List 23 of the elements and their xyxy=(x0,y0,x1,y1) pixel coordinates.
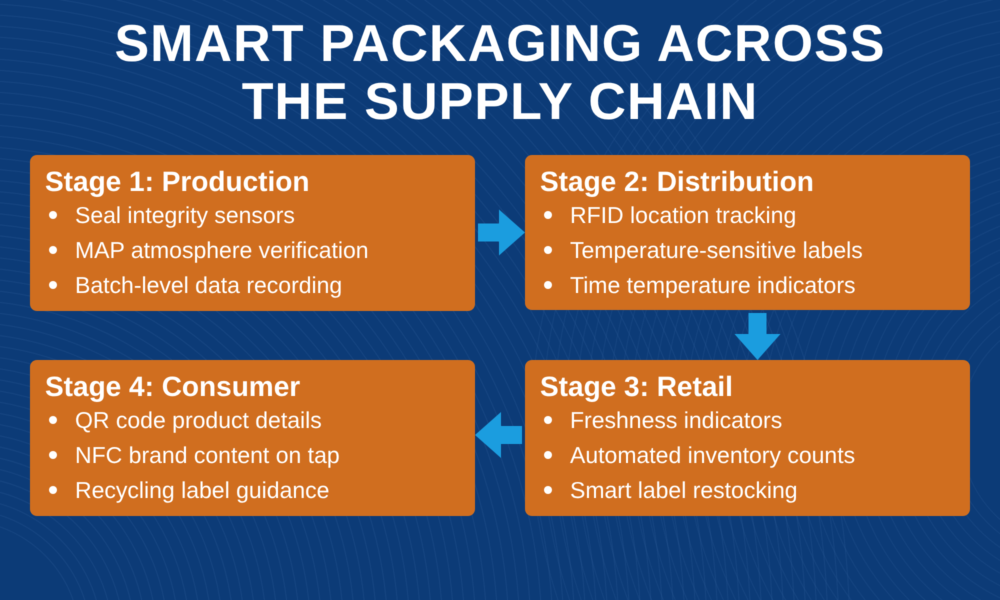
title: SMART PACKAGING ACROSS THE SUPPLY CHAIN xyxy=(113,15,887,131)
bullet-text: QR code product details xyxy=(75,406,322,434)
bullet-text: Seal integrity sensors xyxy=(75,200,295,228)
bullet-text: Recycling label guidance xyxy=(75,476,330,504)
stage-heading: Stage 1: Production xyxy=(45,167,310,197)
stage-card xyxy=(525,360,970,516)
bullet-text: Batch-level data recording xyxy=(75,270,342,298)
bullet-text: Time temperature indicators xyxy=(570,270,856,298)
stage-card xyxy=(30,155,475,311)
bullet-text: Temperature-sensitive labels xyxy=(570,236,863,264)
bullet-text: RFID location tracking xyxy=(570,200,796,228)
bullet-text: Freshness indicators xyxy=(570,406,782,434)
bullet-text: Smart label restocking xyxy=(570,476,798,504)
stage-card xyxy=(30,360,475,516)
stage-card xyxy=(525,155,970,310)
stage-heading: Stage 4: Consumer xyxy=(45,372,300,402)
arrow xyxy=(478,210,525,256)
bullet-text: NFC brand content on tap xyxy=(75,440,340,468)
bullet-text: Automated inventory counts xyxy=(570,440,856,468)
stage-heading: Stage 3: Retail xyxy=(540,372,733,402)
stage-heading: Stage 2: Distribution xyxy=(540,167,814,197)
bullet-text: MAP atmosphere verification xyxy=(75,236,369,264)
arrow xyxy=(475,412,522,458)
